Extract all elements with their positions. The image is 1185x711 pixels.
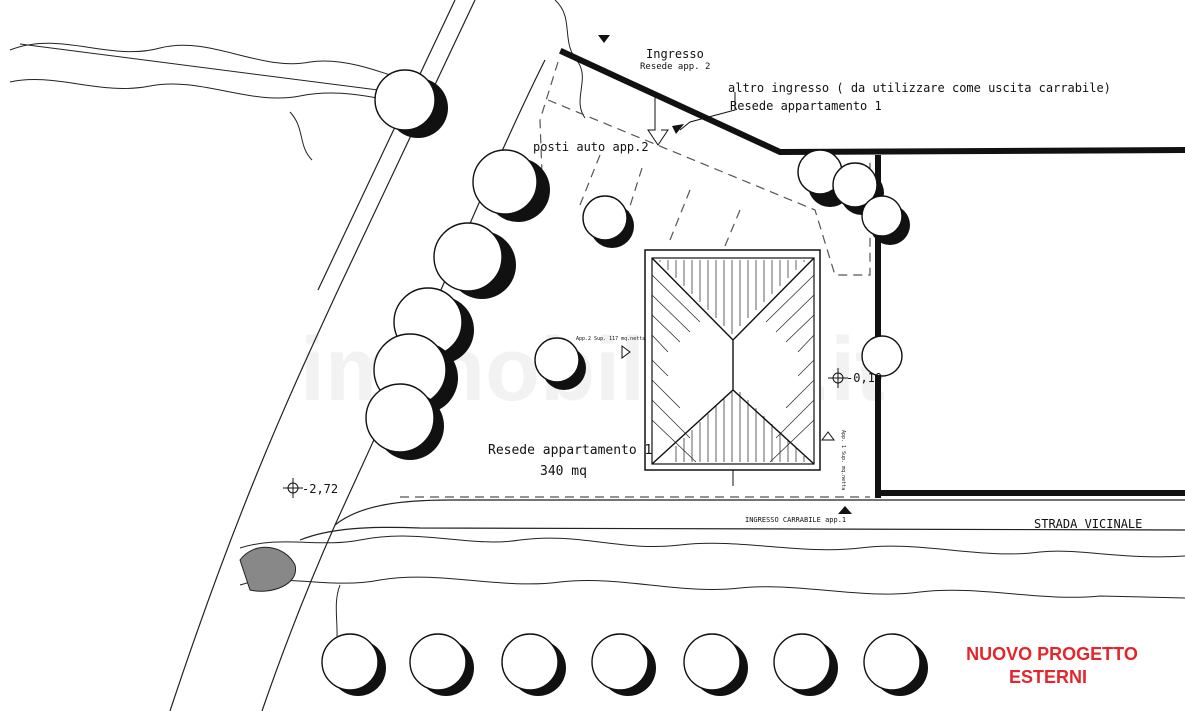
label-posti-auto: posti auto app.2	[533, 140, 649, 154]
title-line1: NUOVO PROGETTO	[966, 644, 1138, 664]
tree	[683, 633, 741, 691]
roof-hatching	[651, 260, 815, 463]
label-app1-note: App. 1 Sup. mq.netta	[840, 430, 846, 490]
entrance-markers	[598, 35, 852, 514]
label-altro-ingresso: altro ingresso ( da utilizzare come usci…	[728, 81, 1111, 95]
tree	[321, 633, 379, 691]
arrow-icon	[598, 35, 610, 43]
label-strada-vicinale: STRADA VICINALE	[1034, 517, 1142, 531]
label-resede-app1-top: Resede appartamento 1	[730, 99, 882, 113]
tree-interior	[534, 149, 910, 390]
tree	[534, 337, 580, 383]
label-elevation-left: -2,72	[302, 482, 338, 496]
tree	[433, 222, 503, 292]
building-roof-plan	[644, 249, 821, 486]
label-app2-note: App.2 Sup. 117 mq.netta	[576, 336, 645, 342]
plan-labels: Ingresso Resede app. 2 altro ingresso ( …	[302, 47, 1142, 531]
elevation-markers	[283, 368, 848, 498]
hedge-bottom	[239, 535, 1185, 666]
tree	[374, 69, 436, 131]
direction-icon	[621, 345, 631, 359]
tree	[861, 335, 903, 377]
tree	[365, 383, 435, 453]
tree	[472, 149, 538, 215]
label-resede-app2: Resede app. 2	[640, 62, 710, 72]
tree	[582, 195, 628, 241]
tree-row-diagonal	[365, 69, 550, 460]
strada-vicinale-road	[299, 499, 1185, 541]
label-resede-app1-bottom: Resede appartamento 1	[488, 443, 652, 458]
arrow-icon	[838, 506, 852, 514]
label-ingresso: Ingresso	[646, 47, 704, 61]
tree	[863, 633, 921, 691]
tree	[591, 633, 649, 691]
tree	[501, 633, 559, 691]
tree	[409, 633, 467, 691]
hedge-top-left	[9, 0, 586, 161]
direction-icon	[821, 431, 835, 441]
project-title: NUOVO PROGETTO ESTERNI	[966, 644, 1138, 687]
tree	[773, 633, 831, 691]
title-line2: ESTERNI	[1009, 667, 1087, 687]
label-elevation-right: -0,10	[846, 371, 882, 385]
label-ingresso-carrabile: INGRESSO CARRABILE app.1	[745, 516, 846, 524]
label-area: 340 mq	[540, 464, 587, 479]
tree	[832, 162, 878, 208]
tree	[861, 195, 903, 237]
arrow-icon	[672, 124, 684, 134]
tree-row-bottom	[321, 633, 928, 696]
